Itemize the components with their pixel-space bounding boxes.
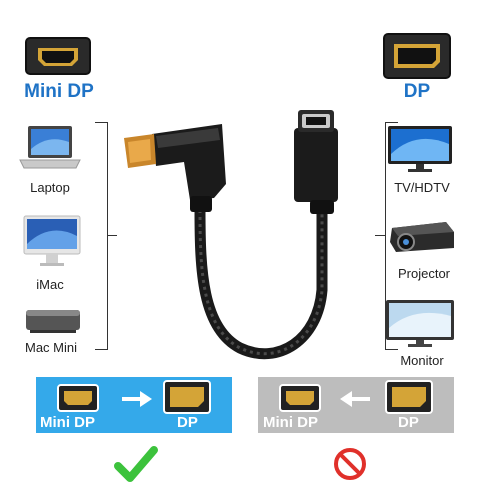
dp-port-icon [383,33,451,79]
mac-mini-label: Mac Mini [24,340,77,355]
laptop-label: Laptop [30,180,70,195]
mac-mini-icon [26,310,80,333]
imac-label: iMac [36,277,64,292]
left-bracket [95,122,108,350]
unsupported-to-label: DP [398,414,419,431]
dp-label: DP [403,81,431,102]
tv-label: TV/HDTV [394,180,450,195]
check-icon [114,446,158,482]
right-bracket [385,122,398,350]
mini-dp-label: Mini DP [24,81,94,102]
supported-to-label: DP [177,414,198,431]
monitor-label: Monitor [400,353,444,368]
cable-illustration [124,110,338,360]
unsupported-direction-banner [258,377,454,433]
unsupported-from-label: Mini DP [263,414,318,431]
supported-from-label: Mini DP [40,414,95,431]
right-bracket-tick [375,235,385,236]
imac-icon [23,215,81,266]
mini-dp-port-icon [25,37,91,75]
laptop-icon [19,126,81,169]
supported-direction-banner [36,377,232,433]
projector-icon [390,222,454,252]
monitor-icon [386,300,454,347]
no-entry-icon [334,448,366,480]
left-bracket-tick [107,235,117,236]
projector-label: Projector [397,266,451,281]
tv-icon [388,126,452,172]
